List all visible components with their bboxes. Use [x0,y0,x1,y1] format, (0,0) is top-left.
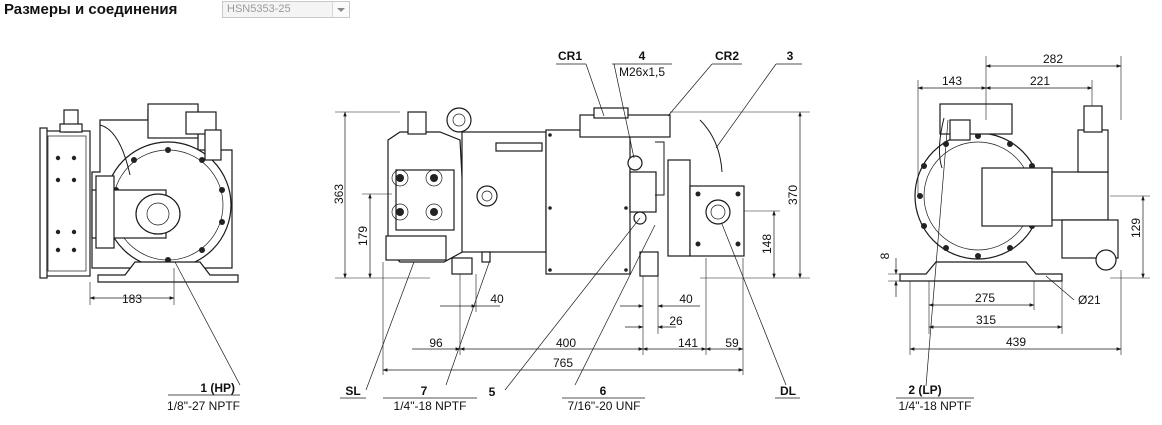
model-select-value: HSN5353-25 [227,3,291,15]
label-3: 3 [787,49,794,63]
dim-143: 143 [942,74,962,88]
label-sl: SL [345,384,360,398]
dim-dia21: Ø21 [1078,293,1101,307]
header-bar: Размеры и соединения HSN5353-25 [0,0,1162,22]
model-select[interactable]: HSN5353-25 [222,1,350,18]
dim-96: 96 [429,336,443,350]
dim-141: 141 [678,336,698,350]
dim-40a: 40 [490,292,504,306]
side-view: 363 179 370 148 40 40 26 96 400 141 [332,49,810,413]
label-7: 7 [421,384,428,398]
dimension-drawing: 183 1 (HP) 1/8"-27 NPTF [39,49,1150,413]
dim-26: 26 [669,314,683,328]
spec-6: 7/16"-20 UNF [568,399,641,413]
label-cr2: CR2 [715,49,739,63]
dim-40b: 40 [679,292,693,306]
dim-282: 282 [1043,52,1063,66]
label-5: 5 [489,385,496,399]
page-title: Размеры и соединения [4,1,178,18]
label-dl: DL [780,384,796,398]
dim-148: 148 [760,234,774,254]
label-4: 4 [639,49,646,63]
dim-315: 315 [976,313,996,327]
dim-8: 8 [878,252,892,259]
right-end-view: 282 143 221 129 8 275 315 439 Ø21 [878,52,1150,413]
dim-183: 183 [122,292,142,306]
dim-370: 370 [786,185,800,205]
spec-hp: 1/8"-27 NPTF [167,399,240,413]
dim-400: 400 [556,336,576,350]
dim-129: 129 [1129,218,1143,238]
dim-275: 275 [975,291,995,305]
dim-59: 59 [725,336,739,350]
left-end-view: 183 1 (HP) 1/8"-27 NPTF [39,103,241,413]
dim-439: 439 [1006,335,1026,349]
label-6: 6 [600,384,607,398]
dim-363: 363 [332,184,346,204]
dim-221: 221 [1030,74,1050,88]
spec-4: M26x1,5 [619,65,665,79]
label-lp: 2 (LP) [908,383,941,397]
spec-7: 1/4"-18 NPTF [394,399,467,413]
chevron-down-icon[interactable] [332,2,349,17]
label-cr1: CR1 [558,49,582,63]
dim-765: 765 [553,356,573,370]
spec-lp: 1/4"-18 NPTF [899,399,972,413]
dim-179: 179 [356,226,370,246]
label-hp: 1 (HP) [200,381,235,395]
